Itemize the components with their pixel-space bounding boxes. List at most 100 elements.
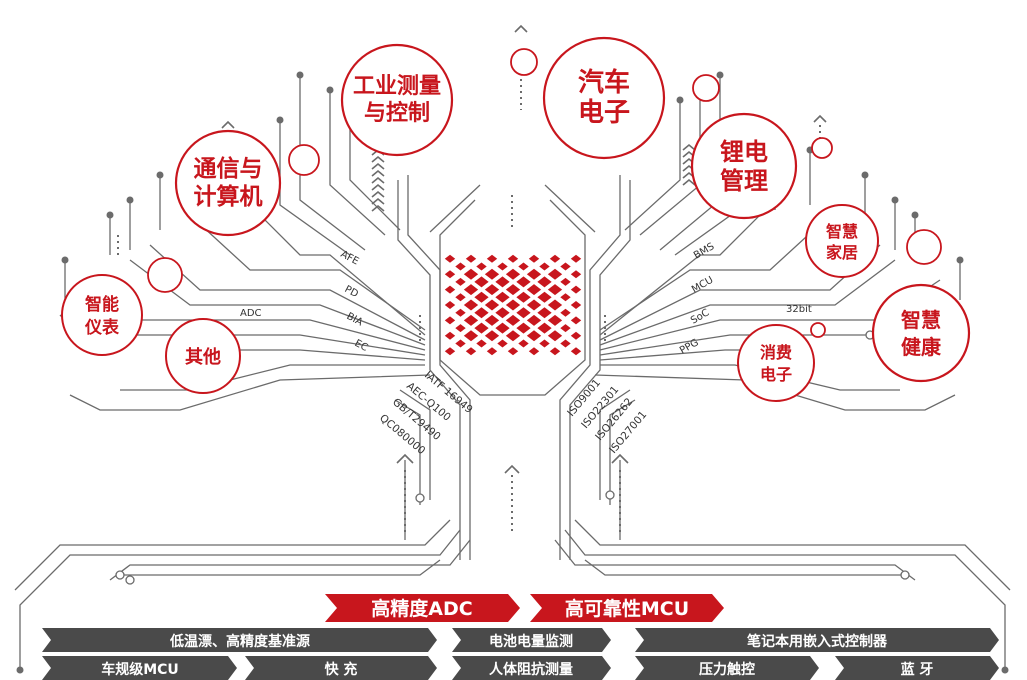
dotted-flow-lines xyxy=(117,55,821,535)
product-tag-label: 人体阻抗测量 xyxy=(489,661,573,678)
product-tag-bluetooth[interactable]: 蓝 牙 xyxy=(835,656,999,680)
chip-cell xyxy=(526,284,542,296)
chip-cell xyxy=(516,307,531,319)
app-label-line2: 健康 xyxy=(901,335,942,359)
app-circle-others[interactable]: 其他 xyxy=(165,318,241,394)
chip-cell xyxy=(463,268,479,280)
left-tech-tags: AFE PD BIA EC ADC xyxy=(240,249,370,354)
tag-bia: BIA xyxy=(345,311,365,329)
product-tag-pressure-touch[interactable]: 压力触控 xyxy=(635,656,819,680)
product-tag-bia-measurement[interactable]: 人体阻抗测量 xyxy=(452,656,611,680)
app-label-line2: 计算机 xyxy=(194,183,263,210)
chip-cell xyxy=(526,299,542,311)
chip-cell xyxy=(516,276,531,288)
chip-cell xyxy=(474,307,489,319)
chip-cell xyxy=(507,347,519,356)
app-label-line1: 智能 xyxy=(85,294,119,315)
chip-cell xyxy=(570,285,582,294)
chip-cell xyxy=(474,291,489,303)
chip-cell xyxy=(495,276,510,288)
chip-cell xyxy=(507,254,519,263)
product-tag-label: 笔记本用嵌入式控制器 xyxy=(747,633,888,650)
app-circle-automotive[interactable]: 汽车 电子 xyxy=(542,36,666,160)
circuit-terminals xyxy=(16,71,1009,674)
chip-cell xyxy=(465,254,477,263)
chip-cell xyxy=(484,284,500,296)
product-tag-label: 电池电量监测 xyxy=(489,633,573,650)
core-banner-mcu[interactable]: 高可靠性MCU xyxy=(530,594,724,622)
chevron-marks xyxy=(221,24,827,474)
app-label-line1: 智慧 xyxy=(901,308,941,332)
chip-cell xyxy=(455,277,466,286)
chip-cell xyxy=(560,308,571,317)
chip-cell xyxy=(537,276,552,288)
chip-cell xyxy=(444,285,456,294)
app-label-line1: 工业测量 xyxy=(353,74,441,99)
chip-cell xyxy=(484,299,500,311)
app-label-line1: 通信与 xyxy=(194,155,263,182)
app-label-line2: 电子 xyxy=(760,365,792,384)
chip-cell xyxy=(476,262,487,271)
chip-cell xyxy=(570,316,582,325)
central-chip-icon xyxy=(444,254,582,356)
chip-cell xyxy=(547,268,563,280)
chip-cell xyxy=(486,347,498,356)
chip-cell xyxy=(570,270,582,279)
chip-cell xyxy=(463,284,479,296)
tag-ec: EC xyxy=(353,338,370,354)
product-tag-low-drift-reference[interactable]: 低温漂、高精度基准源 xyxy=(42,628,437,652)
app-circle-communication[interactable]: 通信与 计算机 xyxy=(174,129,282,237)
core-banner-mcu-label: 高可靠性MCU xyxy=(565,597,689,620)
chip-cell xyxy=(547,330,563,342)
chip-cell xyxy=(495,291,510,303)
tag-mcu: MCU xyxy=(690,275,715,296)
app-label-line1: 汽车 xyxy=(578,67,630,98)
chip-cell xyxy=(560,324,571,333)
chip-cell xyxy=(455,262,466,271)
chip-cell xyxy=(526,268,542,280)
chip-cell xyxy=(455,339,466,348)
app-circle-smart-meter[interactable]: 智能 仪表 xyxy=(61,274,143,356)
chip-cell xyxy=(560,339,571,348)
app-label-line2: 家居 xyxy=(826,243,858,262)
chip-cell xyxy=(570,331,582,340)
chip-cell xyxy=(528,254,540,263)
decorative-rings xyxy=(147,48,942,338)
chip-cell xyxy=(486,254,498,263)
chip-cell xyxy=(570,301,582,309)
chip-cell xyxy=(570,347,582,356)
product-tag-battery-gauge[interactable]: 电池电量监测 xyxy=(452,628,611,652)
chip-cell xyxy=(444,316,456,325)
core-banner-adc[interactable]: 高精度ADC xyxy=(325,594,520,622)
app-circle-smart-health[interactable]: 智慧 健康 xyxy=(871,283,971,383)
product-tag-notebook-ec[interactable]: 笔记本用嵌入式控制器 xyxy=(635,628,999,652)
app-circle-battery[interactable]: 锂电 管理 xyxy=(690,112,798,220)
chip-cell xyxy=(495,322,510,334)
app-label-line1: 智慧 xyxy=(826,222,858,241)
chip-cell xyxy=(444,347,456,356)
circuit-traces xyxy=(14,75,1011,668)
chip-cell xyxy=(505,284,521,296)
app-label-line2: 与控制 xyxy=(364,100,430,126)
chip-cell xyxy=(484,314,500,326)
chip-cell xyxy=(547,299,563,311)
chip-cell xyxy=(505,330,521,342)
product-tag-label: 低温漂、高精度基准源 xyxy=(169,633,310,650)
chip-cell xyxy=(444,270,456,279)
app-circle-smart-home[interactable]: 智慧 家居 xyxy=(805,204,879,278)
chip-cell xyxy=(516,291,531,303)
chip-cell xyxy=(455,293,466,302)
chip-cell xyxy=(528,347,540,356)
chip-cell xyxy=(539,339,550,348)
app-circle-consumer[interactable]: 消费 电子 xyxy=(737,324,815,402)
chip-cell xyxy=(549,254,561,263)
chip-cell xyxy=(560,293,571,302)
product-tag-label: 车规级MCU xyxy=(101,661,179,678)
chip-cell xyxy=(484,268,500,280)
app-circle-industrial[interactable]: 工业测量 与控制 xyxy=(340,43,454,157)
tag-32bit: 32bit xyxy=(786,304,812,315)
product-tag-auto-mcu[interactable]: 车规级MCU xyxy=(42,656,237,680)
app-label-line2: 电子 xyxy=(578,98,630,128)
product-tag-fast-charge[interactable]: 快 充 xyxy=(245,656,437,680)
chip-cell xyxy=(476,339,487,348)
